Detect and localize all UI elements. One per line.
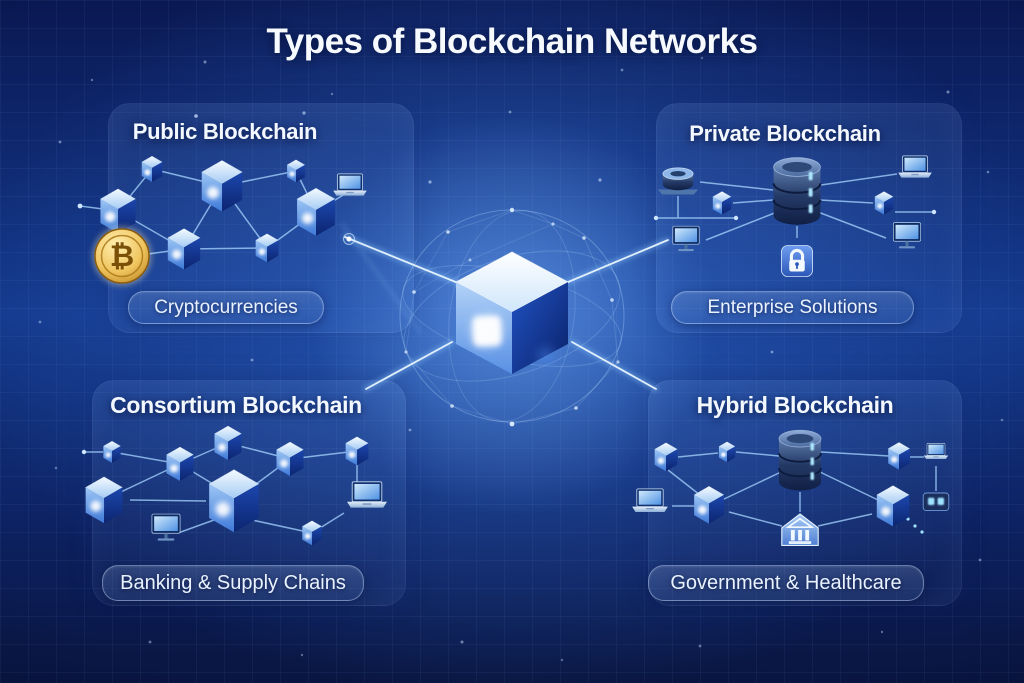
bitcoin-coin-icon: ₿ (92, 226, 152, 286)
public-heading: Public Blockchain (132, 119, 318, 144)
disk-stack-icon (657, 167, 699, 195)
cube-node-icon (877, 486, 909, 527)
cube-node-icon (215, 426, 242, 460)
main-title: Types of Blockchain Networks (266, 22, 758, 61)
cube-node-icon (209, 470, 259, 533)
laptop-icon (897, 155, 933, 178)
cube-node-icon (346, 437, 369, 466)
cube-node-icon (202, 161, 243, 212)
cube-node-icon (694, 486, 724, 523)
database-icon (779, 430, 821, 490)
hybrid-label-pill: Government & Healthcare (648, 565, 924, 601)
cube-node-icon (713, 191, 731, 214)
cube-node-icon (297, 188, 335, 236)
cube-node-icon (103, 441, 120, 463)
private-network (653, 155, 937, 279)
monitor-icon (151, 513, 181, 541)
cube-node-icon (888, 442, 910, 469)
monitor-icon (893, 222, 921, 249)
cube-node-icon (302, 521, 321, 545)
laptop-icon (346, 481, 388, 509)
laptop-icon (332, 173, 368, 196)
cube-node-icon (287, 160, 305, 182)
blockchain-cube-icon (454, 251, 570, 374)
cube-node-icon (277, 442, 304, 476)
consortium-heading: Consortium Blockchain (110, 392, 362, 418)
private-heading: Private Blockchain (689, 121, 881, 146)
monitor-icon (672, 225, 700, 252)
consortium-label-pill: Banking & Supply Chains (102, 565, 364, 601)
private-label-pill: Enterprise Solutions (671, 291, 914, 324)
public-network: ₿ (77, 156, 368, 286)
laptop-icon (923, 443, 949, 460)
hybrid-heading: Hybrid Blockchain (696, 392, 894, 418)
network-device-icon (923, 493, 949, 511)
cube-node-icon (86, 477, 123, 523)
cube-node-icon (875, 191, 893, 214)
hybrid-network (631, 430, 949, 547)
database-icon (774, 158, 821, 225)
bank-building-icon (780, 513, 820, 547)
bitcoin-symbol: ₿ (110, 239, 134, 274)
cube-node-icon (168, 229, 200, 270)
laptop-icon (631, 488, 669, 513)
public-label-pill: Cryptocurrencies (128, 291, 324, 324)
security-lock-icon (779, 243, 815, 279)
consortium-network (81, 426, 388, 545)
cube-node-icon (167, 447, 194, 481)
cube-node-icon (719, 442, 735, 462)
cube-node-icon (655, 443, 678, 472)
